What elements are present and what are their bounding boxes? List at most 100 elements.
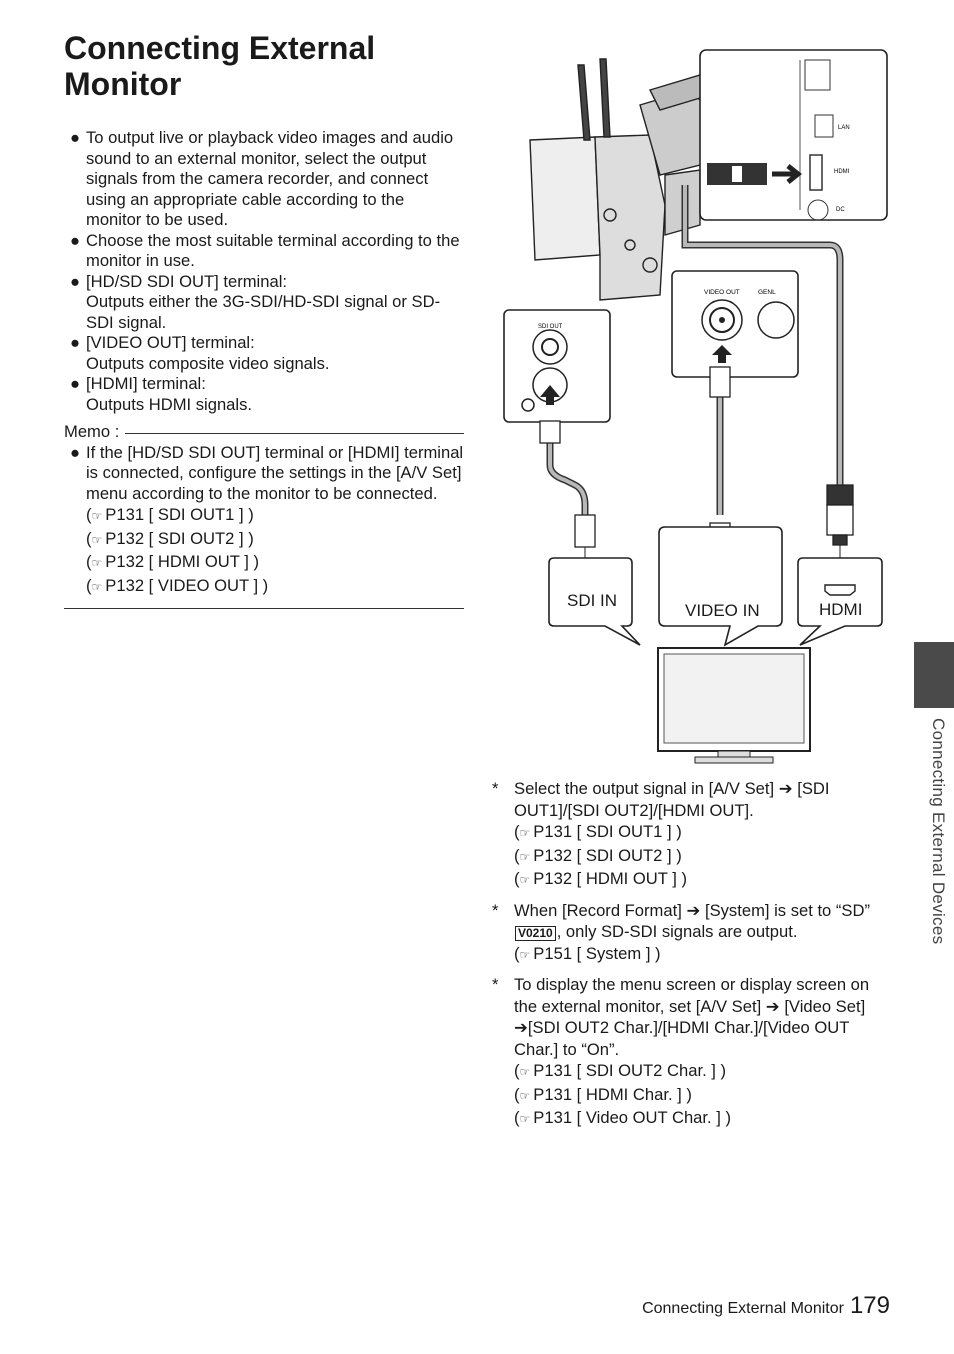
bullet-dot: ●: [70, 374, 81, 393]
ref-paren: (: [514, 1108, 520, 1127]
pointing-hand-icon: ☞: [519, 873, 531, 887]
ref-paren: (: [514, 1061, 520, 1080]
note-1-refs: (☞P131 [ SDI OUT1 ] )(☞P132 [ SDI OUT2 ]…: [514, 821, 892, 892]
sdi-out-label: SDI OUT: [538, 324, 563, 330]
ref-paren: (: [86, 552, 92, 571]
ref-text: P132 [ HDMI OUT ] ): [533, 869, 687, 888]
hdmi-port-icon: [824, 584, 856, 596]
bullet-subtext: Outputs either the 3G-SDI/HD-SDI signal …: [86, 292, 441, 332]
memo-bullet: ● If the [HD/SD SDI OUT] terminal or [HD…: [64, 443, 464, 505]
ref-text: P131 [ SDI OUT2 Char. ] ): [533, 1061, 727, 1080]
ref-text: P131 [ HDMI Char. ] ): [533, 1084, 692, 1104]
callout-boxes: [548, 526, 883, 647]
page-reference: (☞P131 [ Video OUT Char. ] ): [514, 1107, 892, 1131]
bullet-subtext: Outputs composite video signals.: [86, 353, 330, 373]
left-column: ●To output live or playback video images…: [64, 128, 464, 609]
ref-text: P131 [ SDI OUT1 ] ): [533, 822, 682, 841]
asterisk: *: [492, 975, 499, 994]
monitor-illustration: [657, 647, 811, 764]
note-2-refs: (☞P151 [ System ] ): [514, 943, 892, 967]
asterisk: *: [492, 779, 499, 798]
pointing-hand-icon: ☞: [91, 532, 103, 547]
memo-refs: (☞P131 [ SDI OUT1 ] )(☞P132 [ SDI OUT2 ]…: [64, 504, 464, 598]
ref-text: P131 [ Video OUT Char. ] ): [533, 1108, 731, 1127]
pointing-hand-icon: ☞: [91, 509, 103, 523]
hdmi-panel-label: HDMI: [834, 169, 850, 175]
sdi-out-panel-detail: SDI OUT: [503, 309, 611, 423]
hdmi-in-label: HDMI: [819, 600, 863, 619]
page-reference: (☞P151 [ System ] ): [514, 943, 892, 967]
ref-text: P151 [ System ] ): [533, 943, 661, 963]
bullet-text: Choose the most suitable terminal accord…: [86, 230, 460, 271]
memo-bullet-text: If the [HD/SD SDI OUT] terminal or [HDMI…: [86, 442, 464, 503]
note-2-text: When [Record Format] ➔ [System] is set t…: [514, 900, 892, 943]
diagram-svg: LAN HDMI DC VIDEO OUT GENL SDI OUT: [503, 49, 888, 764]
bullet-item: ●Choose the most suitable terminal accor…: [64, 231, 464, 272]
ref-paren: (: [514, 845, 520, 865]
sdi-in-label: SDI IN: [567, 591, 618, 610]
note-1: * Select the output signal in [A/V Set] …: [492, 778, 892, 892]
dc-label: DC: [836, 207, 845, 213]
side-tab-label: Connecting External Devices: [929, 718, 948, 945]
ref-paren: (: [86, 505, 92, 524]
ref-text: P132 [ SDI OUT2 ] ): [105, 528, 254, 548]
page-number: 179: [849, 1292, 890, 1319]
page-reference: (☞P132 [ HDMI OUT ] ): [68, 551, 464, 575]
ref-paren: (: [514, 869, 520, 888]
cables: [546, 185, 844, 515]
camera-illustration: [529, 58, 716, 301]
page-reference: (☞P131 [ SDI OUT2 Char. ] ): [514, 1060, 892, 1084]
right-notes: * Select the output signal in [A/V Set] …: [492, 778, 892, 1139]
bullet-text: [VIDEO OUT] terminal:: [86, 333, 255, 352]
pointing-hand-icon: ☞: [519, 849, 531, 864]
bullet-subtext: Outputs HDMI signals.: [86, 394, 252, 414]
ref-text: P131 [ SDI OUT1 ] ): [105, 505, 254, 524]
ref-paren: (: [86, 528, 92, 548]
genlock-label: GENL: [758, 289, 776, 296]
asterisk: *: [492, 900, 499, 920]
bullet-text: [HD/SD SDI OUT] terminal:: [86, 271, 287, 291]
bullet-list: ●To output live or playback video images…: [64, 128, 464, 415]
memo-label: Memo :: [64, 422, 120, 441]
model-badge: V0210: [515, 926, 556, 941]
page-title: Connecting External Monitor: [64, 30, 376, 102]
connection-diagram: LAN HDMI DC VIDEO OUT GENL SDI OUT: [500, 45, 895, 770]
pointing-hand-icon: ☞: [519, 1065, 531, 1079]
page-reference: (☞P132 [ VIDEO OUT ] ): [68, 575, 464, 599]
page-reference: (☞P131 [ HDMI Char. ] ): [514, 1084, 892, 1108]
bullet-item: ●To output live or playback video images…: [64, 128, 464, 231]
ref-paren: (: [514, 822, 520, 841]
note-2: * When [Record Format] ➔ [System] is set…: [492, 900, 892, 967]
pointing-hand-icon: ☞: [519, 1088, 531, 1103]
note-3: * To display the menu screen or display …: [492, 974, 892, 1131]
note-2-text-a: When [Record Format] ➔ [System] is set t…: [514, 900, 871, 920]
memo-bottom-rule: [64, 608, 464, 609]
page-reference: (☞P132 [ SDI OUT2 ] ): [514, 845, 892, 869]
page-footer: Connecting External Monitor 179: [642, 1292, 890, 1320]
video-out-label: VIDEO OUT: [704, 289, 740, 296]
page-reference: (☞P131 [ SDI OUT1 ] ): [68, 504, 464, 528]
pointing-hand-icon: ☞: [91, 556, 103, 570]
note-2-text-b: , only SD-SDI signals are output.: [556, 922, 798, 941]
ref-text: P132 [ SDI OUT2 ] ): [533, 845, 682, 865]
note-3-text: To display the menu screen or display sc…: [514, 975, 870, 1059]
ref-text: P132 [ HDMI OUT ] ): [105, 552, 259, 571]
ref-paren: (: [514, 943, 520, 963]
ref-paren: (: [86, 575, 92, 595]
ref-paren: (: [514, 1084, 520, 1104]
bullet-text: To output live or playback video images …: [86, 128, 454, 229]
side-tab-block: [914, 642, 954, 708]
page-reference: (☞P132 [ SDI OUT2 ] ): [68, 528, 464, 552]
bullet-dot: ●: [70, 442, 81, 462]
pointing-hand-icon: ☞: [519, 1112, 531, 1126]
bullet-item: ●[VIDEO OUT] terminal:: [64, 333, 464, 354]
pointing-hand-icon: ☞: [519, 826, 531, 840]
video-out-panel-detail: VIDEO OUT GENL: [671, 270, 799, 378]
bullet-dot: ●: [70, 271, 81, 291]
note-1-text: Select the output signal in [A/V Set] ➔ …: [514, 779, 830, 820]
note-3-refs: (☞P131 [ SDI OUT2 Char. ] )(☞P131 [ HDMI…: [514, 1060, 892, 1131]
memo-rule: [125, 432, 464, 434]
bullet-dot: ●: [70, 230, 81, 250]
hdmi-panel-detail: LAN HDMI DC: [699, 49, 888, 221]
memo-header: Memo :: [64, 422, 464, 443]
